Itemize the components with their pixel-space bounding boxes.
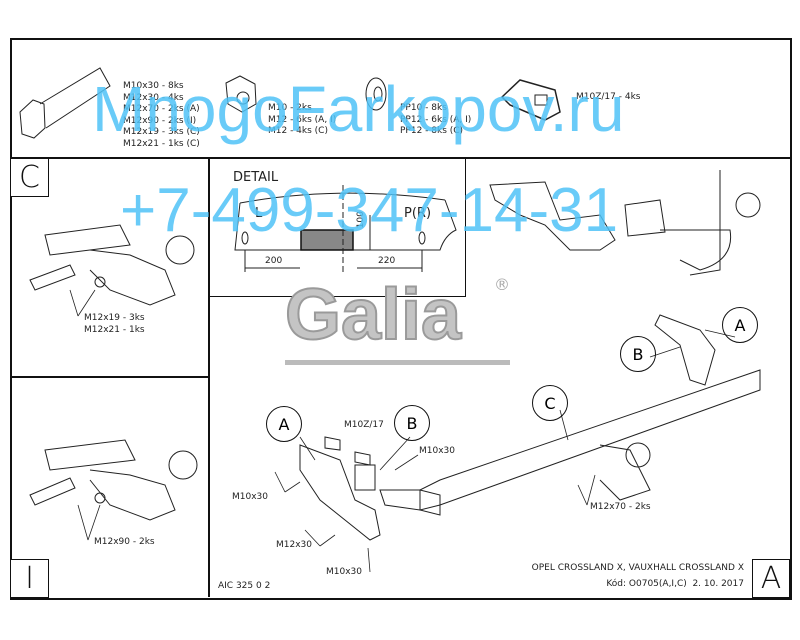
part-item: M12 - 6ks (A, I)	[268, 114, 337, 125]
label-m12x70: M12x70 - 2ks	[590, 502, 651, 512]
logo-text: Galia	[284, 274, 462, 356]
towbar-main-drawing	[299, 314, 761, 541]
label-m10x30: M10x30	[419, 446, 455, 456]
logo-reg: ®	[494, 275, 510, 294]
part-item: PP12 - 6ks (A, I)	[400, 114, 472, 125]
vehicle-name: OPEL CROSSLAND X, VAUXHALL CROSSLAND X	[531, 563, 744, 573]
part-item: PP10 - 8ks	[400, 103, 447, 113]
part-item: M12x19 - 3ks	[84, 313, 145, 323]
clip-list: M10Z/17 - 4ks	[576, 92, 640, 104]
divider	[10, 376, 209, 378]
label-m10x30: M10x30	[232, 492, 268, 502]
detail-left: L	[255, 206, 263, 221]
part-item: M12x90 - 2ks (I)	[123, 115, 197, 126]
detail-right: P(R)	[404, 206, 432, 221]
watermark-phone: +7-499-347-14-31	[120, 176, 619, 245]
detail-drawing	[234, 185, 457, 275]
detail-title: DETAIL	[233, 170, 279, 185]
part-item: M10x30 - 8ks	[123, 81, 184, 91]
bracket-drawing	[489, 170, 761, 276]
panel-i-label: I	[10, 559, 49, 598]
divider	[10, 157, 790, 159]
towbar-i-drawing	[29, 439, 198, 521]
label-clip: M10Z/17	[344, 420, 384, 430]
divider	[208, 296, 466, 298]
dim-right: 220	[378, 256, 396, 266]
part-item: M12x90 - 2ks	[94, 537, 155, 547]
part-item: M12x30 - 4ks	[123, 92, 184, 103]
washer-icon	[365, 77, 387, 111]
part-item: M10 - 2ks	[268, 103, 312, 113]
panel-i-bolts: M12x90 - 2ks	[94, 537, 155, 549]
part-item: M12 - 4ks (C)	[268, 126, 328, 136]
label-m12x30: M12x30	[276, 540, 312, 550]
part-item: M12x70 - 2ks (A)	[123, 104, 200, 114]
callout-b: B	[394, 405, 430, 441]
part-item: M12x21 - 1ks (C)	[123, 138, 200, 149]
leader-lines	[69, 289, 736, 573]
label-m10x30: M10x30	[326, 567, 362, 577]
towbar-c-drawing	[29, 224, 195, 306]
watermark-site: MnogoFarkopov.ru	[92, 73, 625, 145]
part-item: M12x19 - 3ks (C)	[123, 127, 200, 137]
clip-icon	[500, 79, 561, 121]
bolt-icon	[19, 67, 111, 139]
callout-c: C	[532, 385, 568, 421]
nut-icon	[225, 75, 257, 113]
callout-b: B	[620, 336, 656, 372]
code-date: Kód: O0705(A,I,C) 2. 10. 2017	[606, 579, 744, 589]
divider	[465, 157, 467, 297]
drawing-number: AIC 325 0 2	[218, 581, 271, 591]
part-item: M10Z/17 - 4ks	[576, 92, 641, 102]
panel-c-label: C	[10, 158, 49, 197]
dim-left: 200	[265, 256, 283, 266]
drawing-border	[10, 38, 792, 600]
callout-a: A	[266, 406, 302, 442]
part-item: M12x21 - 1ks	[84, 324, 145, 335]
callout-a: A	[722, 307, 758, 343]
galia-logo: Galia ®	[284, 274, 510, 365]
part-item: PP12 - 8ks (C)	[400, 126, 464, 136]
variant-label: A	[752, 559, 790, 598]
